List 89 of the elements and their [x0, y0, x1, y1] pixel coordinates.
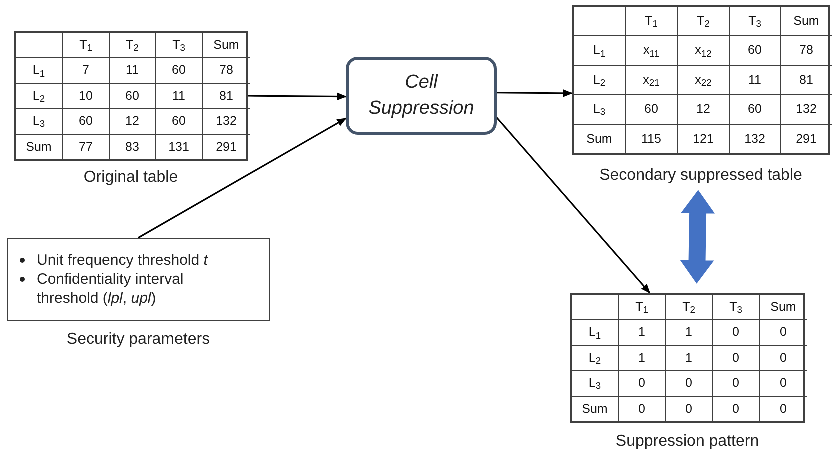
data-table	[572, 5, 830, 155]
table-cell-text: L$_{3}$	[32, 115, 46, 128]
table-cell-text: T$_{3}$	[172, 38, 186, 52]
table-cell-text: 11	[126, 64, 139, 77]
table-cell-text: Sum	[794, 14, 820, 28]
table-cell-text: 12	[126, 115, 140, 128]
table-cell-text: 0	[780, 377, 787, 390]
table-cell-text: 7	[82, 64, 90, 77]
table-cell-text: 0	[686, 377, 692, 390]
table-cell-text: L$_{1}$	[593, 44, 606, 57]
table-cell-text: 132	[796, 103, 817, 116]
table-cell-text: x$_{21}$	[643, 74, 660, 86]
table-cell-text: Sum	[582, 402, 608, 416]
table-cell-text: L$_{1}$	[32, 64, 46, 77]
table-cell-text: T$_{1}$	[645, 14, 658, 28]
table-cell-text: L$_{2}$	[32, 90, 46, 102]
table-cell-text: 12	[696, 103, 710, 116]
table-cell-text: T$_{2}$	[126, 38, 139, 52]
table-cell-text: 60	[79, 115, 93, 128]
data-table	[570, 293, 805, 423]
node-label: Security parameters	[66, 330, 212, 350]
table-cell-text: Sum	[586, 132, 612, 146]
table-cell-text: 291	[216, 140, 237, 154]
table-cell-text: 0	[732, 377, 740, 390]
table-cell-text: L$_{1}$	[588, 326, 602, 339]
table-cell-text: 81	[800, 74, 814, 86]
table-cell-text: 1	[686, 326, 692, 339]
table-cell-text: 60	[748, 103, 762, 116]
node-label: Original table	[82, 168, 180, 188]
table-cell-text: 60	[172, 64, 186, 77]
table-cell-text: 0	[686, 402, 692, 416]
table-cell-text: x$_{12}$	[695, 44, 712, 57]
table-cell-text: T$_{2}$	[682, 300, 696, 314]
process-label: Cell Suppression	[368, 71, 474, 121]
arrow	[138, 118, 347, 239]
table-cell-text: 0	[780, 352, 787, 364]
bullet-text: Confidentiality interval threshold (lpl, upl)	[37, 270, 185, 308]
table-cell-text: 115	[642, 132, 662, 146]
table-cell-text: T$_{1}$	[80, 38, 92, 52]
parameter-box	[7, 238, 270, 321]
table-cell-text: 60	[126, 90, 140, 102]
table-cell-text: L$_{3}$	[588, 377, 602, 390]
table-cell-text: 11	[748, 74, 762, 86]
arrow	[248, 92, 347, 101]
table-cell-text: T$_{3}$	[730, 300, 742, 314]
table-cell-text: 132	[216, 115, 237, 128]
table-cell-text: 1	[686, 352, 692, 364]
node-label: Suppression pattern	[614, 432, 760, 451]
table-cell-text: 0	[780, 326, 787, 339]
table-cell-text: 60	[172, 115, 186, 128]
table-cell-text: 121	[693, 132, 714, 146]
table-cell-text: L$_{3}$	[593, 103, 606, 116]
table-cell-text: 0	[732, 402, 740, 416]
table-cell-text: 83	[126, 140, 140, 154]
table-cell-text: T$_{3}$	[748, 14, 762, 28]
table-cell-text: 0	[638, 377, 646, 390]
table-cell-text: T$_{2}$	[697, 14, 710, 28]
table-cell-text: 10	[79, 90, 93, 102]
table-cell-text: Sum	[770, 300, 796, 314]
node-label: Secondary suppressed table	[598, 166, 804, 186]
table-cell-text: 1	[638, 352, 646, 364]
table-cell-text: 77	[79, 140, 93, 154]
table-cell-text: 81	[220, 90, 234, 102]
table-cell-text: 0	[638, 402, 646, 416]
table-cell-text: x$_{22}$	[695, 74, 712, 86]
table-cell-text: 0	[780, 402, 787, 416]
table-cell-text: x$_{11}$	[644, 44, 660, 57]
table-cell-text: Sum	[214, 38, 240, 52]
bullet-text: Unit frequency threshold t	[37, 251, 208, 270]
table-cell-text: L$_{2}$	[593, 74, 606, 86]
table-cell-text: 11	[172, 90, 186, 102]
process-box	[346, 57, 497, 135]
table-cell-text: 0	[732, 352, 740, 364]
table-cell-text: 60	[644, 103, 658, 116]
table-cell-text: 78	[220, 64, 234, 77]
table-cell-text: 60	[748, 44, 762, 57]
table-cell-text: 0	[732, 326, 740, 339]
arrow	[496, 117, 651, 294]
table-cell-text: T$_{1}$	[636, 300, 648, 314]
table-cell-text: 291	[796, 132, 817, 146]
arrow	[497, 90, 573, 98]
table-cell-text: L$_{2}$	[588, 352, 602, 364]
table-cell-text: Sum	[26, 140, 52, 154]
data-table	[14, 31, 248, 161]
table-cell-text: 132	[744, 132, 766, 146]
double-block-arrow	[680, 190, 716, 284]
table-cell-text: 131	[168, 140, 190, 154]
table-cell-text: 1	[638, 326, 646, 339]
table-cell-text: 78	[800, 44, 814, 57]
